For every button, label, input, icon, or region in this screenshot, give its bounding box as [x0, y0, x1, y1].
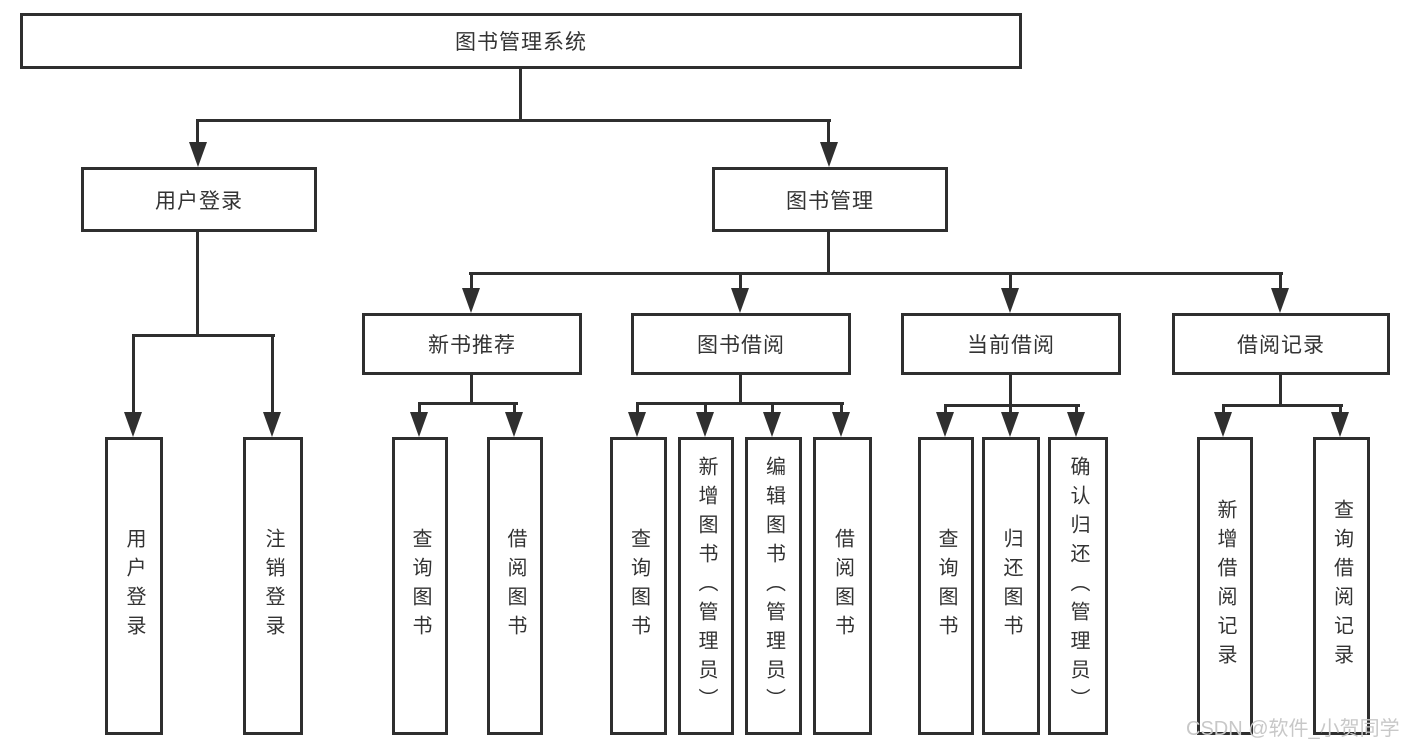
connector-line: [197, 119, 831, 122]
leaf-label: 借阅图书: [504, 528, 526, 644]
node-leaf-borrow-books-recommend: 借阅图书: [487, 437, 543, 735]
connector-line: [469, 272, 1283, 275]
leaf-label: 查询图书: [409, 528, 431, 644]
arrowhead-down: [1067, 412, 1085, 437]
connector-line: [196, 230, 199, 336]
node-leaf-logout: 注销登录: [243, 437, 303, 735]
connector-line: [418, 402, 421, 418]
arrowhead-down: [462, 288, 480, 313]
leaf-label: 查询图书: [935, 528, 957, 644]
node-leaf-user-login: 用户登录: [105, 437, 163, 735]
connector-line: [827, 119, 830, 149]
connector-line: [827, 230, 830, 274]
connector-line: [840, 402, 843, 418]
node-user-login-label: 用户登录: [155, 189, 243, 213]
node-leaf-add-borrow-record: 新增借阅记录: [1197, 437, 1253, 735]
connector-line: [739, 373, 742, 405]
connector-line: [636, 402, 639, 418]
node-current-borrowing-label: 当前借阅: [967, 334, 1055, 357]
arrowhead-down: [1001, 412, 1019, 437]
connector-line: [470, 272, 473, 294]
node-leaf-add-books-admin: 新增图书（管理员）: [678, 437, 734, 735]
arrowhead-down: [820, 142, 838, 167]
connector-line: [132, 334, 135, 418]
connector-line: [1075, 404, 1078, 418]
connector-line: [704, 402, 707, 418]
leaf-label: 编辑图书（管理员）: [762, 455, 785, 717]
leaf-label: 查询借阅记录: [1330, 499, 1353, 673]
node-current-borrowing: 当前借阅: [901, 313, 1121, 375]
leaf-label: 新增图书（管理员）: [695, 455, 717, 717]
node-leaf-edit-books-admin: 编辑图书（管理员）: [745, 437, 802, 735]
connector-line: [1279, 373, 1282, 407]
arrowhead-down: [936, 412, 954, 437]
node-book-management-label: 图书管理: [786, 189, 874, 213]
arrowhead-down: [124, 412, 142, 437]
connector-line: [1009, 373, 1012, 407]
watermark-text: CSDN @软件_小贺同学: [1186, 718, 1400, 740]
connector-line: [739, 272, 742, 294]
connector-line: [1222, 404, 1225, 418]
arrowhead-down: [763, 412, 781, 437]
arrowhead-down: [1001, 288, 1019, 313]
node-new-book-recommend: 新书推荐: [362, 313, 582, 375]
arrowhead-down: [410, 412, 428, 437]
leaf-label: 注销登录: [262, 528, 284, 644]
node-root: 图书管理系统: [20, 13, 1022, 69]
connector-line: [944, 404, 1080, 407]
node-user-login: 用户登录: [81, 167, 317, 232]
node-borrow-records-label: 借阅记录: [1237, 334, 1325, 357]
node-book-borrowing: 图书借阅: [631, 313, 851, 375]
node-leaf-confirm-return-admin: 确认归还（管理员）: [1048, 437, 1108, 735]
arrowhead-down: [263, 412, 281, 437]
connector-line: [1009, 404, 1012, 418]
arrowhead-down: [628, 412, 646, 437]
arrowhead-down: [731, 288, 749, 313]
node-borrow-records: 借阅记录: [1172, 313, 1390, 375]
node-leaf-borrow-books: 借阅图书: [813, 437, 872, 735]
arrowhead-down: [505, 412, 523, 437]
connector-line: [513, 402, 516, 418]
node-leaf-query-books-recommend: 查询图书: [392, 437, 448, 735]
node-new-book-recommend-label: 新书推荐: [428, 334, 516, 357]
leaf-label: 查询图书: [627, 528, 650, 644]
leaf-label: 用户登录: [123, 528, 145, 644]
connector-line: [636, 402, 844, 405]
arrowhead-down: [696, 412, 714, 437]
node-book-borrowing-label: 图书借阅: [697, 334, 785, 357]
connector-line: [944, 404, 947, 418]
node-leaf-query-books-borrow: 查询图书: [610, 437, 667, 735]
connector-line: [1279, 272, 1282, 294]
connector-line: [771, 402, 774, 418]
node-root-label: 图书管理系统: [455, 31, 587, 54]
connector-line: [1009, 272, 1012, 294]
leaf-label: 新增借阅记录: [1214, 499, 1236, 673]
node-leaf-query-borrow-record: 查询借阅记录: [1313, 437, 1370, 735]
node-leaf-query-books-current: 查询图书: [918, 437, 974, 735]
arrowhead-down: [1214, 412, 1232, 437]
leaf-label: 借阅图书: [831, 528, 854, 644]
connector-line: [470, 373, 473, 405]
connector-line: [271, 334, 274, 418]
node-book-management: 图书管理: [712, 167, 948, 232]
leaf-label: 确认归还（管理员）: [1067, 455, 1089, 717]
connector-line: [1339, 404, 1342, 418]
connector-line: [196, 119, 199, 149]
node-leaf-return-books: 归还图书: [982, 437, 1040, 735]
connector-line: [1222, 404, 1343, 407]
connector-line: [418, 402, 518, 405]
leaf-label: 归还图书: [1000, 528, 1022, 644]
arrowhead-down: [832, 412, 850, 437]
arrowhead-down: [189, 142, 207, 167]
arrowhead-down: [1271, 288, 1289, 313]
arrowhead-down: [1331, 412, 1349, 437]
connector-line: [133, 334, 275, 337]
connector-line: [519, 66, 522, 122]
